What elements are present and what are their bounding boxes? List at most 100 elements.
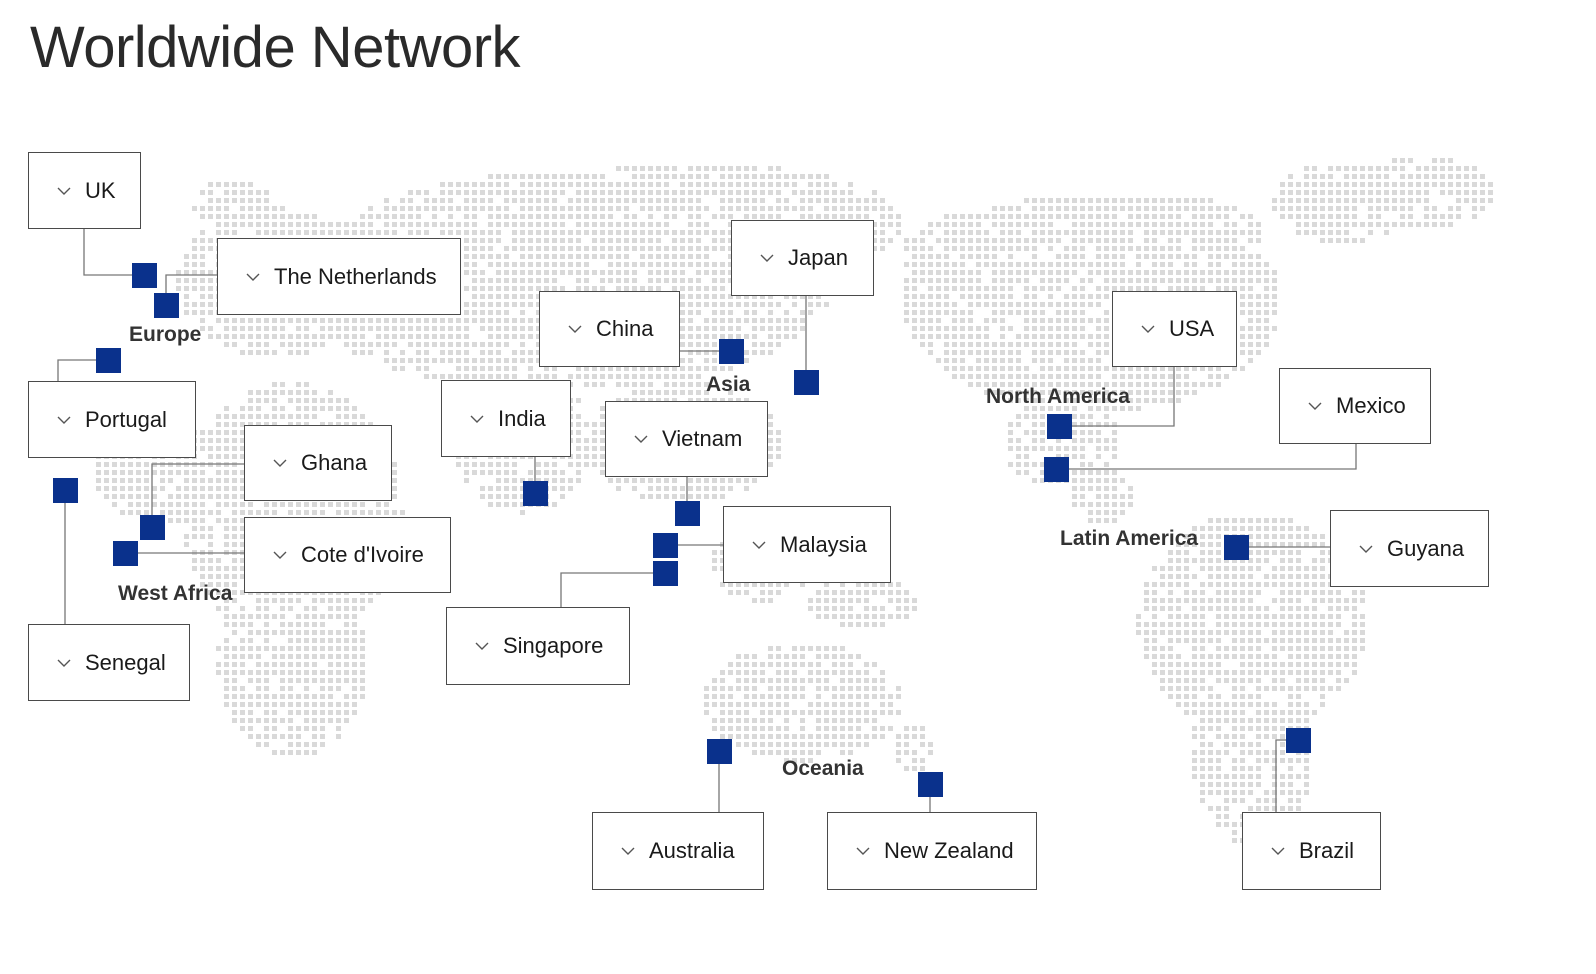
map-dot: [488, 174, 493, 179]
map-dot: [1104, 422, 1109, 427]
map-dot: [1080, 246, 1085, 251]
map-dot: [1080, 310, 1085, 315]
map-dot: [352, 646, 357, 651]
map-dot: [1224, 622, 1229, 627]
map-dot: [224, 430, 229, 435]
map-dot: [272, 334, 277, 339]
map-dot: [248, 334, 253, 339]
map-dot: [784, 654, 789, 659]
map-dot: [1320, 670, 1325, 675]
map-dot: [592, 198, 597, 203]
map-dot: [800, 198, 805, 203]
map-dot: [1176, 222, 1181, 227]
map-dot: [192, 462, 197, 467]
map-dot: [1200, 526, 1205, 531]
map-dot: [1216, 662, 1221, 667]
map-dot: [576, 198, 581, 203]
map-dot: [144, 486, 149, 491]
map-dot: [240, 502, 245, 507]
map-dot: [416, 342, 421, 347]
map-dot: [1120, 286, 1125, 291]
map-dot: [1376, 182, 1381, 187]
map-dot: [1224, 574, 1229, 579]
map-dot: [1176, 374, 1181, 379]
map-dot: [552, 478, 557, 483]
map-dot: [1224, 630, 1229, 635]
map-dot: [464, 334, 469, 339]
map-dot: [240, 670, 245, 675]
map-dot: [216, 222, 221, 227]
map-dot: [1240, 262, 1245, 267]
map-dot: [560, 230, 565, 235]
map-dot: [576, 262, 581, 267]
map-dot: [984, 334, 989, 339]
map-dot: [288, 214, 293, 219]
map-dot: [848, 662, 853, 667]
map-dot: [1016, 214, 1021, 219]
map-dot: [1240, 662, 1245, 667]
map-dot: [1248, 342, 1253, 347]
map-dot: [712, 230, 717, 235]
map-dot: [768, 654, 773, 659]
map-dot: [1232, 222, 1237, 227]
map-dot: [1184, 382, 1189, 387]
map-dot: [632, 374, 637, 379]
map-dot: [272, 614, 277, 619]
map-dot: [840, 646, 845, 651]
map-dot: [1320, 222, 1325, 227]
map-dot: [1000, 214, 1005, 219]
map-dot: [1144, 254, 1149, 259]
map-dot: [920, 230, 925, 235]
map-dot: [272, 406, 277, 411]
map-dot: [1376, 206, 1381, 211]
map-dot: [896, 606, 901, 611]
map-dot: [984, 326, 989, 331]
map-dot: [920, 334, 925, 339]
map-dot: [1304, 206, 1309, 211]
map-dot: [1032, 462, 1037, 467]
map-dot: [528, 350, 533, 355]
map-dot: [784, 326, 789, 331]
map-dot: [712, 182, 717, 187]
map-dot: [552, 190, 557, 195]
map-dot: [368, 222, 373, 227]
map-dot: [304, 390, 309, 395]
map-dot: [1200, 534, 1205, 539]
map-dot: [1320, 542, 1325, 547]
map-dot: [1288, 550, 1293, 555]
map-dot: [776, 342, 781, 347]
map-dot: [264, 598, 269, 603]
map-dot: [848, 622, 853, 627]
map-dot: [1240, 670, 1245, 675]
map-dot: [1096, 358, 1101, 363]
map-dot: [936, 334, 941, 339]
map-dot: [312, 318, 317, 323]
map-dot: [680, 278, 685, 283]
map-dot: [480, 254, 485, 259]
map-dot: [1104, 270, 1109, 275]
map-dot: [360, 510, 365, 515]
map-dot: [1200, 614, 1205, 619]
map-dot: [1472, 198, 1477, 203]
map-dot: [672, 398, 677, 403]
map-dot: [720, 334, 725, 339]
map-dot: [1200, 246, 1205, 251]
map-dot: [1088, 478, 1093, 483]
map-dot: [656, 398, 661, 403]
map-dot: [272, 230, 277, 235]
map-dot: [1264, 334, 1269, 339]
map-dot: [1160, 582, 1165, 587]
map-dot: [312, 606, 317, 611]
map-dot: [640, 262, 645, 267]
map-dot: [1192, 542, 1197, 547]
map-dot: [664, 174, 669, 179]
map-dot: [224, 550, 229, 555]
map-dot: [336, 406, 341, 411]
map-dot: [816, 590, 821, 595]
map-dot: [224, 438, 229, 443]
map-dot: [1216, 670, 1221, 675]
map-dot: [1232, 606, 1237, 611]
map-dot: [1432, 182, 1437, 187]
map-dot: [464, 230, 469, 235]
map-dot: [776, 174, 781, 179]
